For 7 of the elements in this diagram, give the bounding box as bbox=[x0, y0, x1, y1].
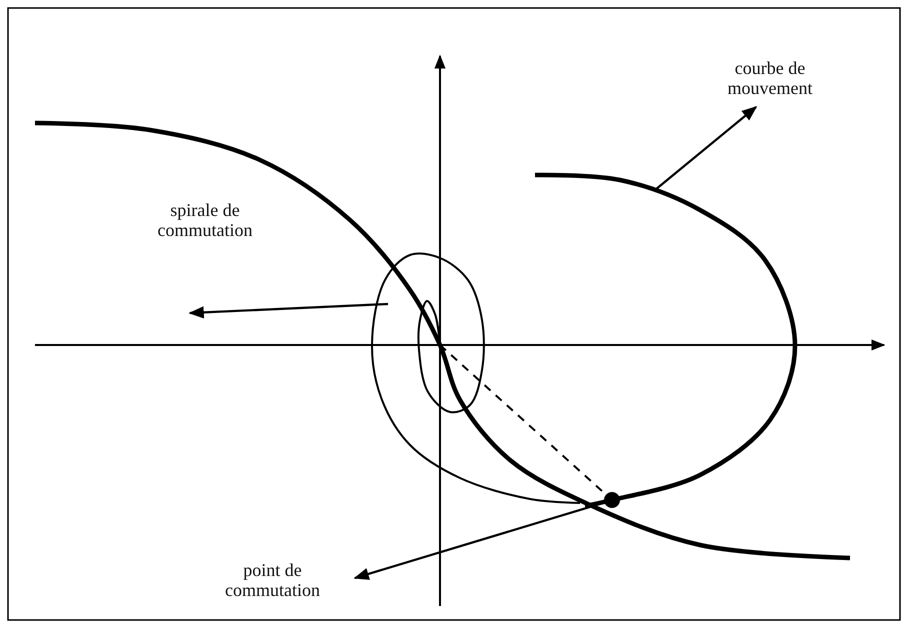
leader-arrow bbox=[654, 106, 758, 191]
annotation-label: spirale de commutation bbox=[135, 200, 275, 240]
point-marker bbox=[604, 492, 620, 508]
annotation-label: point de commutation bbox=[200, 560, 345, 600]
leader-arrow bbox=[354, 502, 604, 580]
leader-arrow bbox=[188, 302, 388, 319]
annotation-label: courbe de mouvement bbox=[695, 58, 845, 98]
